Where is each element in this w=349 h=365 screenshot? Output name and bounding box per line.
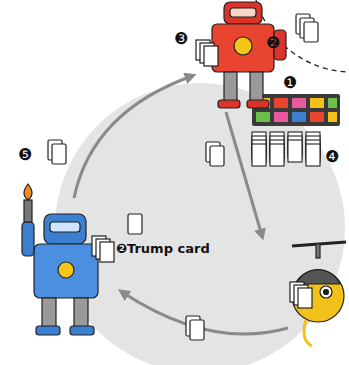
callout-number: ❸ [174, 30, 188, 48]
yellow-robot [290, 242, 346, 346]
draw-deck [296, 14, 318, 42]
callout-number: ❶ [283, 74, 297, 92]
trump-card-label: ❷Trump card [116, 242, 210, 256]
card-columns [252, 132, 320, 166]
game-board [252, 94, 340, 126]
callout-number: ❷ [266, 34, 280, 52]
table-circle [55, 83, 345, 365]
red-robot [196, 2, 286, 108]
callout-number: ❺ [18, 146, 32, 164]
callout-number: ❹ [325, 148, 339, 166]
blue-robot [22, 184, 114, 335]
